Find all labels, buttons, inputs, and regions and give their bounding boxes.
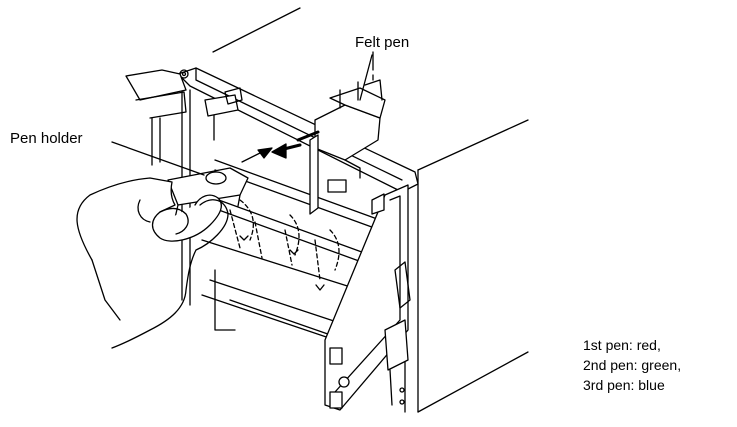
door-panel	[125, 69, 187, 166]
insertion-arrows	[241, 130, 320, 163]
felt-pen-leader	[359, 54, 373, 101]
pen-holder-leader	[111, 141, 205, 176]
felt-pen-label: Felt pen	[355, 34, 410, 51]
legend-line-1: 1st pen: red,	[583, 337, 661, 353]
felt-pen-assembly	[309, 51, 386, 215]
pen-color-legend: 1st pen: red, 2nd pen: green, 3rd pen: b…	[583, 335, 681, 395]
legend-line-3: 3rd pen: blue	[583, 377, 665, 393]
legend-line-2: 2nd pen: green,	[583, 357, 682, 373]
pen-holder-label: Pen holder	[10, 130, 83, 147]
hand	[76, 177, 229, 349]
door-rail	[324, 184, 411, 411]
pen-holder	[167, 167, 249, 219]
